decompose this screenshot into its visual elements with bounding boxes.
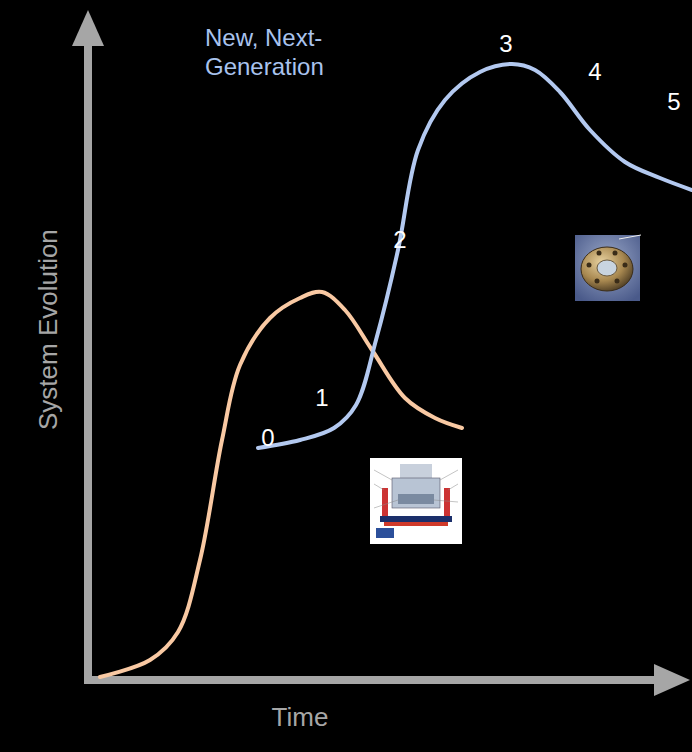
next-generation-curve xyxy=(258,64,692,448)
axis-title: Time xyxy=(272,702,329,733)
cross-section-image xyxy=(370,458,462,544)
callout-number: 5 xyxy=(667,88,680,117)
x-axis xyxy=(84,676,658,684)
image-part xyxy=(384,522,448,526)
device-window xyxy=(597,260,617,276)
image-part xyxy=(380,516,452,522)
curves xyxy=(100,64,692,677)
callout-number: 4 xyxy=(588,58,601,87)
callout-number: 3 xyxy=(499,30,512,59)
x-axis-arrow xyxy=(654,664,690,696)
photo-background xyxy=(575,235,640,301)
image-part xyxy=(392,478,440,508)
device-photo xyxy=(575,235,641,301)
image-part xyxy=(382,488,388,516)
device-holes xyxy=(587,251,628,284)
axis-title: System Evolution xyxy=(32,230,63,431)
image-part xyxy=(400,464,432,478)
y-axis-arrow xyxy=(72,10,104,46)
photo-wire xyxy=(619,235,641,239)
current-generation-curve xyxy=(100,292,462,677)
image-leaders xyxy=(374,470,458,508)
device-disc xyxy=(581,247,633,291)
callout-number: 0 xyxy=(261,424,274,453)
image-logo xyxy=(376,528,394,538)
image-part xyxy=(444,488,450,516)
image-frame xyxy=(370,458,462,544)
y-axis xyxy=(84,40,92,684)
callout-number: 1 xyxy=(315,384,328,413)
image-part xyxy=(398,494,434,504)
callout-number: 2 xyxy=(393,226,406,255)
curve-label: New, Next-Generation xyxy=(205,24,343,82)
axes xyxy=(72,10,690,696)
